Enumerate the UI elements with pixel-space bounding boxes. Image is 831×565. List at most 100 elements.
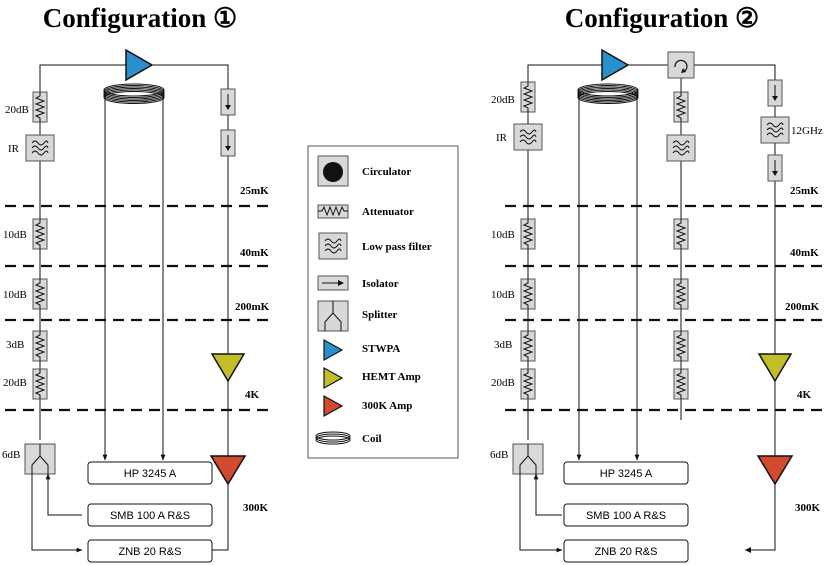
c2-hp-label: HP 3245 A [600, 468, 653, 480]
c2-splitter-label: 6dB [490, 449, 508, 461]
c1-temp-4k: 4K [245, 389, 260, 401]
c1-znb-box [87, 539, 213, 563]
legend-isolator-label: Isolator [362, 278, 399, 290]
c2-smb-box [563, 503, 689, 527]
legend: Circulator Attenuator Low pass filter Is… [307, 145, 459, 459]
c2-temp-200mk: 200mK [785, 301, 820, 313]
c2-lowpass-filter-icon [760, 116, 790, 144]
c1-att-200a-label: 3dB [6, 339, 24, 351]
legend-circulator-label: Circulator [362, 166, 411, 178]
legend-300k-amp-label: 300K Amp [362, 400, 412, 412]
legend-stwpa-label: STWPA [362, 343, 400, 355]
c1-hemt-amp-symbol [210, 353, 246, 383]
c1-temp-300k: 300K [243, 502, 269, 514]
c2-300k-amp-symbol [756, 455, 794, 486]
c2-temp-25mk: 25mK [790, 185, 819, 197]
c2-isolator-icon [767, 79, 783, 107]
c2-splitter-to-znb-line [519, 474, 563, 553]
c1-coil-icon [103, 83, 165, 104]
c2-temp-300k: 300K [795, 502, 821, 514]
c1-temp-200mk: 200mK [235, 301, 270, 313]
c2-attenuator-icon [520, 81, 536, 113]
c2-smb-to-splitter-line [533, 473, 562, 516]
c2-attenuator-icon [520, 330, 536, 362]
legend-attenuator-label: Attenuator [362, 206, 414, 218]
c1-stwpa-symbol [125, 48, 154, 82]
c1-smb-box [87, 503, 213, 527]
c1-300k-amp-symbol [209, 455, 247, 486]
c1-att-200b-label: 20dB [3, 377, 27, 389]
c1-isolator-icon [220, 129, 236, 157]
c1-attenuator-icon [32, 218, 48, 250]
c1-temp-40mk: 40mK [240, 247, 269, 259]
c2-stwpa-symbol [601, 48, 630, 82]
c1-splitter-label: 6dB [2, 449, 20, 461]
c2-znb-label: ZNB 20 R&S [595, 546, 658, 558]
c2-attenuator-icon [673, 330, 689, 362]
c2-att-25-label: 10dB [491, 229, 515, 241]
c1-att-25-label: 10dB [3, 229, 27, 241]
legend-stwpa-icon [323, 338, 344, 362]
legend-300k-amp-icon [323, 394, 344, 418]
c2-attenuator-icon [673, 278, 689, 310]
c2-att-200a-label: 3dB [494, 339, 512, 351]
c2-input-line [527, 64, 602, 440]
config2-title: Configuration ② [565, 3, 759, 33]
c1-splitter-to-znb-line [31, 474, 83, 553]
c1-temp-25mk: 25mK [240, 185, 269, 197]
c2-attenuator-icon [673, 91, 689, 123]
c2-coil-icon [577, 83, 639, 104]
config1-title: Configuration ① [43, 3, 237, 33]
c1-output-line [152, 64, 229, 551]
c2-splitter-icon [512, 443, 544, 475]
c1-filter-label: IR [8, 143, 20, 155]
c1-hp-box [87, 461, 213, 485]
c2-attenuator-icon [673, 218, 689, 250]
c2-filter-out-label: 12GHz [791, 125, 823, 137]
c2-isolator-icon [767, 154, 783, 182]
legend-lowpass-icon [318, 232, 348, 260]
legend-splitter-icon [317, 300, 349, 332]
legend-hemt-label: HEMT Amp [362, 371, 421, 383]
c1-att-top-label: 20dB [5, 104, 29, 116]
c2-temp-4k: 4K [797, 389, 812, 401]
configuration-1: Configuration ① 20dB IR 10dB 10dB 3dB 20… [2, 3, 270, 563]
c2-attenuator-icon [673, 368, 689, 400]
legend-lowpass-label: Low pass filter [362, 241, 432, 253]
c2-hp-box [563, 461, 689, 485]
c2-att-40-label: 10dB [491, 289, 515, 301]
c1-attenuator-icon [32, 91, 48, 123]
c1-smb-label: SMB 100 A R&S [110, 510, 190, 522]
legend-coil-label: Coil [362, 433, 382, 445]
c2-att-200b-label: 20dB [491, 377, 515, 389]
c1-hp-label: HP 3245 A [124, 468, 177, 480]
c2-filter-label: IR [496, 132, 508, 144]
c2-lowpass-filter-icon [513, 123, 543, 151]
c1-attenuator-icon [32, 278, 48, 310]
c2-znb-box [563, 539, 689, 563]
legend-hemt-icon [323, 366, 344, 390]
c2-lowpass-filter-icon [666, 134, 696, 162]
configuration-2: Configuration ② 20dB IR 10dB 10dB 3dB 20… [490, 3, 826, 563]
c2-attenuator-icon [520, 218, 536, 250]
c2-attenuator-icon [520, 368, 536, 400]
c1-attenuator-icon [32, 368, 48, 400]
c1-attenuator-icon [32, 330, 48, 362]
c1-att-40-label: 10dB [3, 289, 27, 301]
c2-attenuator-icon [520, 278, 536, 310]
c2-output-line [694, 64, 776, 551]
c2-circulator-icon [667, 51, 695, 79]
c1-input-line [39, 64, 126, 440]
c2-hemt-amp-symbol [757, 353, 793, 383]
c2-att-top-label: 20dB [491, 94, 515, 106]
c2-smb-label: SMB 100 A R&S [586, 510, 666, 522]
c1-isolator-icon [220, 88, 236, 116]
legend-coil-icon [315, 431, 351, 445]
legend-splitter-label: Splitter [362, 309, 398, 321]
c1-lowpass-filter-icon [25, 134, 55, 162]
c1-splitter-icon [24, 443, 56, 475]
c1-znb-label: ZNB 20 R&S [119, 546, 182, 558]
legend-attenuator-icon [317, 204, 349, 219]
c2-temp-40mk: 40mK [790, 247, 819, 259]
